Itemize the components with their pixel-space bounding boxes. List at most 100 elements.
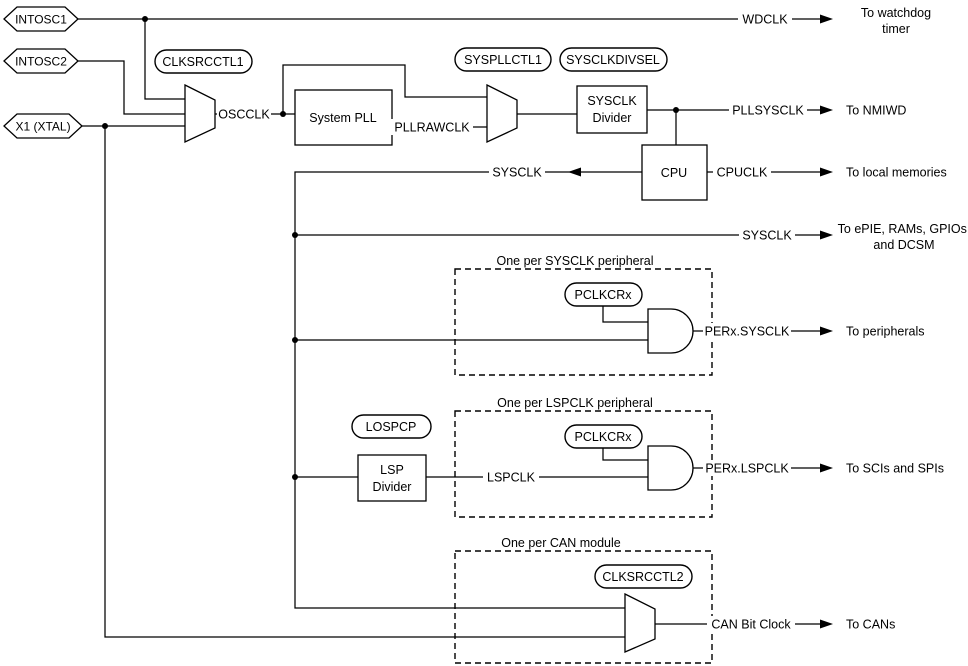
pll-bypass-mux — [486, 83, 518, 144]
cpu-label: CPU — [661, 166, 687, 180]
clksrcctl2-label: CLKSRCCTL2 — [602, 570, 683, 584]
dest-epie-line1: To ePIE, RAMs, GPIOs, — [838, 222, 968, 236]
label-bg — [739, 227, 795, 243]
junction-dots — [102, 16, 679, 480]
label-bg — [738, 11, 792, 27]
label-bg — [713, 164, 771, 180]
intosc1-source — [3, 6, 79, 32]
pllrawclk-label: PLLRAWCLK — [394, 121, 470, 135]
intosc2-wire — [78, 60, 185, 115]
pclkcr-sysclk-label: PCLKCRx — [575, 288, 633, 302]
dest-watchdog-line1: To watchdog — [861, 6, 931, 20]
intosc1-branch-wire — [144, 19, 185, 100]
sysclk-divider-block — [576, 85, 648, 134]
label-bg — [489, 164, 545, 180]
sysclk-peripheral-group-box — [454, 268, 713, 376]
lsp-divider-block — [357, 454, 427, 502]
junction-dot — [292, 474, 298, 480]
dest-epie-line2: and DCSM — [873, 238, 934, 252]
syspllctl1-label: SYSPLLCTL1 — [464, 53, 542, 67]
sysclk-bus-label: SYSCLK — [742, 229, 792, 243]
oscclk-label: OSCCLK — [218, 108, 270, 122]
arrow-right-icon — [820, 326, 833, 336]
label-bg — [703, 323, 791, 339]
syspllctl1-register — [454, 47, 552, 72]
label-bg — [729, 102, 807, 118]
clksrcctl1-register — [154, 49, 253, 74]
arrow-right-icon — [820, 14, 833, 24]
junction-dot — [292, 337, 298, 343]
cpuclk-label: CPUCLK — [717, 166, 768, 180]
label-bg — [391, 119, 473, 135]
junction-dot — [673, 107, 679, 113]
arrow-right-icon — [820, 619, 833, 629]
dest-cans: To CANs — [846, 618, 895, 632]
pclkcr1-connector-wire — [602, 306, 648, 323]
lspclk-peripheral-and-gate — [647, 445, 694, 491]
sysclk-trunk-wire — [294, 171, 642, 609]
system-pll-block — [294, 89, 393, 146]
dest-nmiwd: To NMIWD — [846, 104, 906, 118]
perx-lspclk-label: PERx.LSPCLK — [705, 462, 789, 476]
junction-dot — [102, 123, 108, 129]
junction-dot — [280, 111, 286, 117]
sysclk-peripheral-and-gate — [647, 308, 694, 354]
clksrcctl2-register — [594, 564, 693, 589]
pclkcr-lspclk-label: PCLKCRx — [575, 430, 633, 444]
pclkcr-lspclk-register — [564, 424, 643, 449]
label-bg — [483, 469, 539, 485]
pllsysclk-label: PLLSYSCLK — [732, 104, 804, 118]
label-bg — [707, 616, 795, 632]
dest-watchdog-line2: timer — [882, 22, 910, 36]
sysclk-cpu-label: SYSCLK — [492, 166, 542, 180]
signal-labels: WDCLK OSCCLK PLLRAWCLK PLLSYSCLK SYSCLK … — [217, 11, 807, 632]
dest-local-memories: To local memories — [846, 166, 947, 180]
can-bit-clock-label: CAN Bit Clock — [711, 618, 791, 632]
x1-xtal-label: X1 (XTAL) — [15, 120, 70, 134]
system-pll-label: System PLL — [309, 111, 376, 125]
sysclk-peripheral-group-label: One per SYSCLK peripheral — [496, 254, 653, 268]
group-captions: One per SYSCLK peripheral One per LSPCLK… — [496, 254, 653, 550]
pclkcr2-connector-wire — [602, 448, 648, 461]
dest-peripherals: To peripherals — [846, 325, 925, 339]
intosc2-source — [3, 48, 79, 74]
lsp-divider-label-line1: LSP — [380, 463, 404, 477]
arrow-right-icon — [820, 105, 833, 115]
intosc1-label: INTOSC1 — [15, 13, 67, 27]
register-bubbles: CLKSRCCTL1 SYSPLLCTL1 SYSCLKDIVSEL PCLKC… — [154, 47, 693, 589]
x1-xtal-source — [3, 113, 83, 139]
sysclkdivsel-register — [559, 47, 668, 72]
lspclk-peripheral-group-label: One per LSPCLK peripheral — [497, 396, 653, 410]
clock-sources: INTOSC1 INTOSC2 X1 (XTAL) — [3, 6, 83, 139]
lspclk-label: LSPCLK — [487, 471, 536, 485]
wdclk-label: WDCLK — [742, 13, 788, 27]
pclkcr-sysclk-register — [564, 282, 643, 307]
label-bg — [703, 460, 791, 476]
lospcp-register — [351, 414, 432, 439]
arrow-right-icon — [820, 230, 833, 240]
arrow-left-icon — [568, 167, 581, 177]
dest-scis-spis: To SCIs and SPIs — [846, 462, 944, 476]
arrow-right-icon — [820, 463, 833, 473]
pll-bypass-wire — [282, 64, 487, 114]
label-bg — [217, 106, 271, 122]
perx-sysclk-label: PERx.SYSCLK — [705, 325, 790, 339]
can-clock-mux — [624, 592, 656, 653]
sysclkdivsel-label: SYSCLKDIVSEL — [566, 53, 660, 67]
destinations: To watchdog timer To NMIWD To local memo… — [838, 6, 968, 632]
sysclk-divider-label-line1: SYSCLK — [587, 94, 637, 108]
intosc2-label: INTOSC2 — [15, 55, 67, 69]
can-module-group-box — [454, 550, 713, 664]
can-module-group-label: One per CAN module — [501, 536, 621, 550]
junction-dot — [142, 16, 148, 22]
lospcp-label: LOSPCP — [366, 420, 417, 434]
x1-can-branch-wire — [104, 126, 625, 638]
arrowheads — [568, 14, 833, 629]
cpu-block — [641, 144, 708, 201]
lsp-divider-label-line2: Divider — [373, 480, 412, 494]
oscclk-mux — [184, 83, 216, 144]
junction-dot — [292, 232, 298, 238]
clksrcctl1-label: CLKSRCCTL1 — [162, 55, 243, 69]
